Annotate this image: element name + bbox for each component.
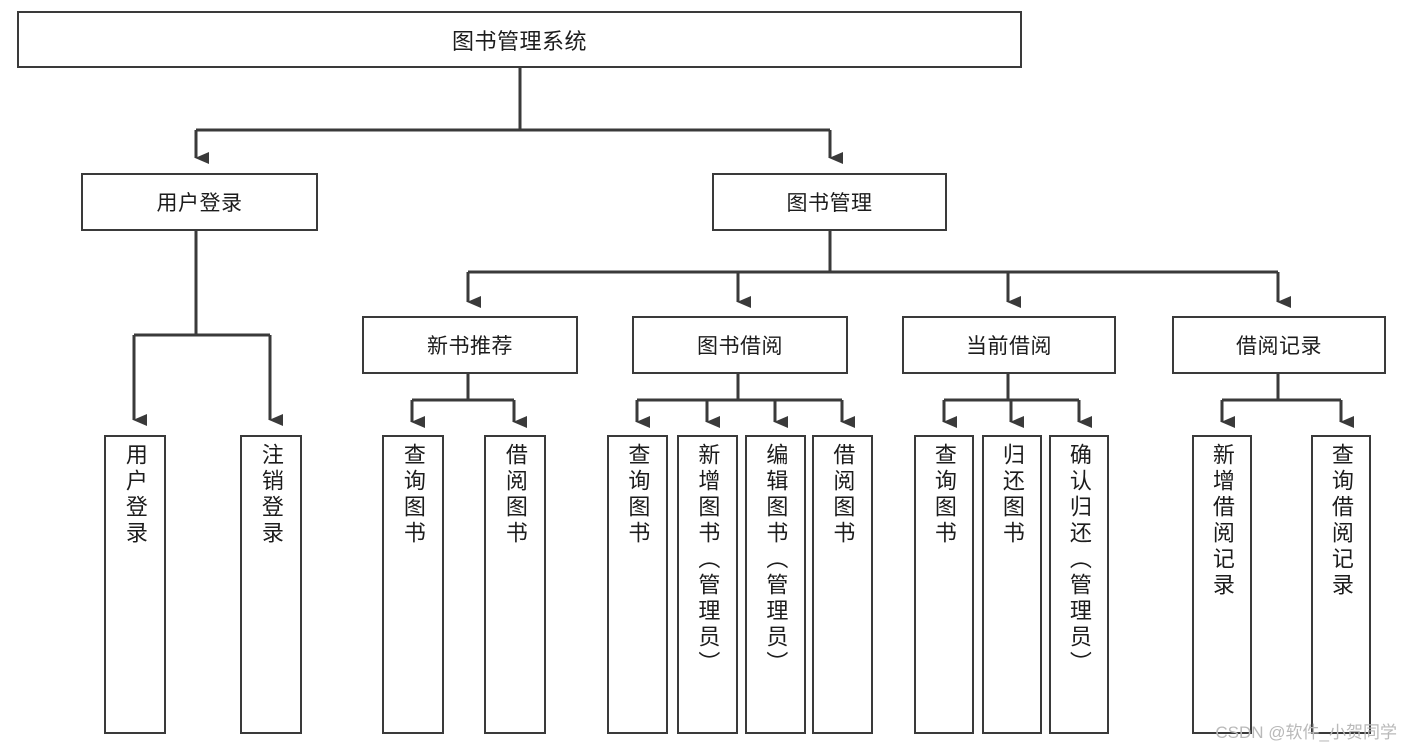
node-book-management[interactable]: 图书管理	[712, 173, 947, 231]
leaf-borrow-edit-book-admin[interactable]: 编辑图书（管理员）	[745, 435, 806, 734]
leaf-label: 新增图书（管理员）	[695, 443, 721, 677]
leaf-label: 查询图书	[400, 443, 426, 547]
leaf-label: 确认归还（管理员）	[1066, 443, 1092, 677]
node-user-login[interactable]: 用户登录	[81, 173, 318, 231]
leaf-label: 查询借阅记录	[1328, 443, 1354, 599]
leaf-label: 查询图书	[625, 443, 651, 547]
csdn-watermark: CSDN @软件_小贺同学	[1215, 723, 1397, 742]
node-borrow-record[interactable]: 借阅记录	[1172, 316, 1386, 374]
leaf-user-login-logout[interactable]: 注销登录	[240, 435, 302, 734]
leaf-label: 归还图书	[999, 443, 1025, 547]
leaf-recommend-query-book[interactable]: 查询图书	[382, 435, 444, 734]
leaf-label: 编辑图书（管理员）	[763, 443, 789, 677]
leaf-borrow-borrow-book[interactable]: 借阅图书	[812, 435, 873, 734]
leaf-borrow-add-book-admin[interactable]: 新增图书（管理员）	[677, 435, 738, 734]
leaf-label: 借阅图书	[502, 443, 528, 547]
leaf-label: 用户登录	[122, 443, 148, 547]
leaf-current-query-book[interactable]: 查询图书	[914, 435, 974, 734]
leaf-current-return-book[interactable]: 归还图书	[982, 435, 1042, 734]
leaf-label: 注销登录	[258, 443, 284, 547]
node-new-book-recommend[interactable]: 新书推荐	[362, 316, 578, 374]
leaf-label: 查询图书	[931, 443, 957, 547]
node-book-borrow[interactable]: 图书借阅	[632, 316, 848, 374]
leaf-record-add-record[interactable]: 新增借阅记录	[1192, 435, 1252, 734]
leaf-borrow-query-book[interactable]: 查询图书	[607, 435, 668, 734]
leaf-recommend-borrow-book[interactable]: 借阅图书	[484, 435, 546, 734]
leaf-current-confirm-return-admin[interactable]: 确认归还（管理员）	[1049, 435, 1109, 734]
leaf-record-query-record[interactable]: 查询借阅记录	[1311, 435, 1371, 734]
leaf-label: 新增借阅记录	[1209, 443, 1235, 599]
leaf-label: 借阅图书	[830, 443, 856, 547]
node-root-system[interactable]: 图书管理系统	[17, 11, 1022, 68]
node-current-borrow[interactable]: 当前借阅	[902, 316, 1116, 374]
leaf-user-login-login[interactable]: 用户登录	[104, 435, 166, 734]
